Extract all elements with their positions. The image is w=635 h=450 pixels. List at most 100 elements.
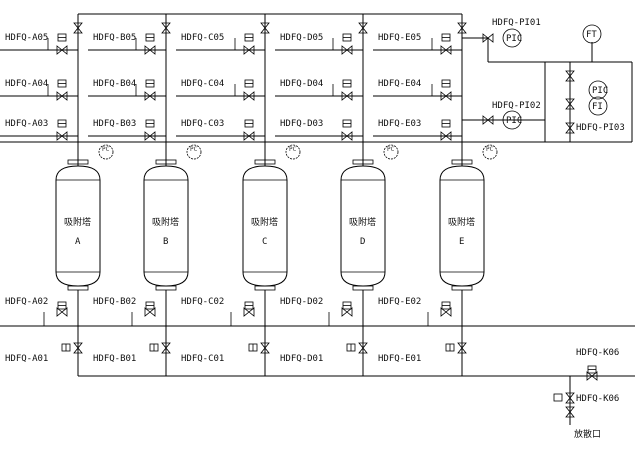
valve-tag-top_row2: HDFQ-E04 [378, 79, 421, 89]
tower-letter: C [262, 237, 267, 247]
valve-tag-top_row1: HDFQ-B05 [93, 33, 136, 43]
pic-bubble-right [588, 80, 608, 100]
valve-tag-top_row3: HDFQ-A03 [5, 119, 48, 129]
tower-group-d: 吸附塔DPCHDFQ-D05HDFQ-D04HDFQ-D03HDFQ-D02HD… [275, 14, 399, 376]
ft-bubble [582, 24, 602, 44]
valve-symbol[interactable] [341, 91, 353, 101]
flange [67, 159, 89, 165]
valve-symbol[interactable] [260, 22, 270, 34]
valve-symbol[interactable] [440, 45, 452, 55]
valve-tag-top_row3: HDFQ-D03 [280, 119, 323, 129]
valve-symbol[interactable] [565, 70, 575, 82]
flange [254, 285, 276, 291]
valve-tag-bottom-row2: HDFQ-A01 [5, 354, 48, 364]
valve-symbol[interactable] [56, 45, 68, 55]
valve-symbol[interactable] [56, 131, 68, 141]
valve-symbol[interactable] [440, 307, 452, 317]
pc-label: PC [289, 146, 297, 153]
tower-name: 吸附塔 [251, 216, 278, 228]
valve-tag-bottom-row2: HDFQ-D01 [280, 354, 323, 364]
pi01-tag: HDFQ-PI01 [492, 18, 541, 28]
valve-symbol[interactable] [73, 342, 83, 354]
valve-symbol[interactable] [457, 342, 467, 354]
valve-symbol[interactable] [243, 91, 255, 101]
pic-bubble-right-label: PIC [592, 86, 608, 96]
flange [352, 159, 374, 165]
valve-symbol[interactable] [243, 131, 255, 141]
valve-symbol[interactable] [482, 33, 494, 43]
valve-tag-bottom-row1: HDFQ-B02 [93, 297, 136, 307]
valve-tag-top_row3: HDFQ-B03 [93, 119, 136, 129]
flange [254, 159, 276, 165]
tower-group-b: 吸附塔BPCHDFQ-B05HDFQ-B04HDFQ-B03HDFQ-B02HD… [88, 14, 202, 376]
valve-symbol[interactable] [341, 307, 353, 317]
valve-symbol[interactable] [341, 131, 353, 141]
tower-letter: E [459, 237, 464, 247]
fi-bubble-label: FI [592, 102, 603, 112]
valve-symbol[interactable] [341, 45, 353, 55]
valve-tag-top_row1: HDFQ-D05 [280, 33, 323, 43]
flange [155, 159, 177, 165]
valve-symbol[interactable] [440, 131, 452, 141]
valve-tag-bottom-row1: HDFQ-A02 [5, 297, 48, 307]
valve-tag-bottom-row2: HDFQ-C01 [181, 354, 224, 364]
valve-symbol[interactable] [358, 22, 368, 34]
valve-symbol[interactable] [565, 122, 575, 134]
k06-top-tag: HDFQ-K06 [576, 348, 619, 358]
valve-symbol[interactable] [440, 91, 452, 101]
flange [67, 285, 89, 291]
k06-bottom-tag: HDFQ-K06 [576, 394, 619, 404]
tower-group-a: 吸附塔APCHDFQ-A05HDFQ-A04HDFQ-A03HDFQ-A02HD… [0, 14, 114, 376]
valve-symbol[interactable] [144, 131, 156, 141]
tower-name: 吸附塔 [448, 216, 475, 228]
valve-symbol[interactable] [260, 342, 270, 354]
valve-symbol[interactable] [586, 371, 598, 381]
tower-group-c: 吸附塔CPCHDFQ-C05HDFQ-C04HDFQ-C03HDFQ-C02HD… [176, 14, 301, 376]
tower-letter: B [163, 237, 168, 247]
pc-bubble [482, 144, 498, 160]
valve-symbol[interactable] [144, 45, 156, 55]
pc-label: PC [486, 146, 494, 153]
valve-tag-bottom-row2: HDFQ-B01 [93, 354, 136, 364]
valve-tag-top_row2: HDFQ-B04 [93, 79, 136, 89]
valve-tag-bottom-row2: HDFQ-E01 [378, 354, 421, 364]
valve-symbol[interactable] [565, 98, 575, 110]
valve-tag-top_row3: HDFQ-E03 [378, 119, 421, 129]
valve-symbol[interactable] [161, 22, 171, 34]
valve-symbol[interactable] [358, 342, 368, 354]
valve-symbol[interactable] [56, 307, 68, 317]
valve-symbol[interactable] [243, 45, 255, 55]
pi02-tag: HDFQ-PI02 [492, 101, 541, 111]
valve-symbol[interactable] [457, 22, 467, 34]
actuator-box [553, 393, 563, 402]
valve-tag-bottom-row1: HDFQ-C02 [181, 297, 224, 307]
tower-letter: A [75, 237, 81, 247]
tower-name: 吸附塔 [349, 216, 376, 228]
instrument-panel: PICHDFQ-PI01PICHDFQ-PI02FTPICFIHDFQ-PI03… [482, 18, 625, 440]
valve-symbol[interactable] [161, 342, 171, 354]
valve-symbol[interactable] [56, 91, 68, 101]
valve-symbol[interactable] [565, 406, 575, 418]
valve-tag-bottom-row1: HDFQ-E02 [378, 297, 421, 307]
ft-bubble-label: FT [586, 30, 597, 40]
valve-tag-top_row2: HDFQ-D04 [280, 79, 323, 89]
valve-tag-bottom-row1: HDFQ-D02 [280, 297, 323, 307]
valve-symbol[interactable] [144, 91, 156, 101]
valve-symbol[interactable] [482, 115, 494, 125]
valve-symbol[interactable] [243, 307, 255, 317]
valve-tag-top_row1: HDFQ-A05 [5, 33, 48, 43]
pc-bubble [186, 144, 202, 160]
pi03-tag: HDFQ-PI03 [576, 123, 625, 133]
valve-symbol[interactable] [144, 307, 156, 317]
valve-symbol[interactable] [73, 22, 83, 34]
pic-bubble-top [502, 28, 522, 48]
pc-label: PC [102, 146, 110, 153]
pic-bubble-mid [502, 110, 522, 130]
flange [451, 285, 473, 291]
valve-symbol[interactable] [565, 392, 575, 404]
valve-tag-top_row1: HDFQ-C05 [181, 33, 224, 43]
pc-bubble [98, 144, 114, 160]
tower-group-e: 吸附塔EPCHDFQ-E05HDFQ-E04HDFQ-E03HDFQ-E02HD… [373, 14, 498, 376]
